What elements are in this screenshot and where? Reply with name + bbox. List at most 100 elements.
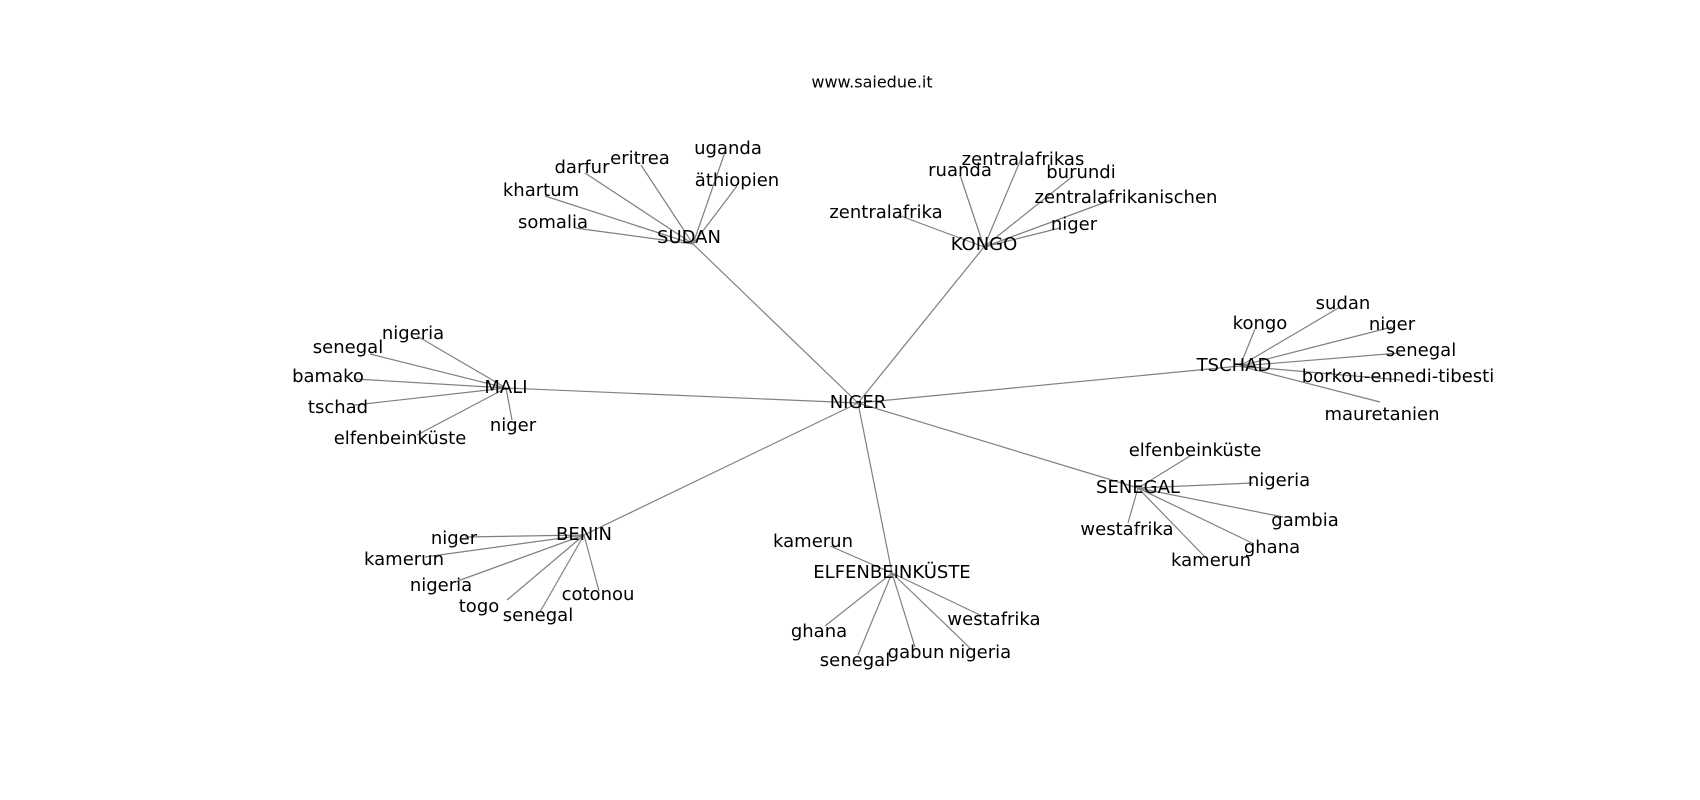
site-watermark: www.saiedue.it [811,72,933,92]
edge-benin-nigeria [454,534,585,583]
edge-mali-senegal [369,353,507,389]
edge-sudan-uganda [692,151,726,245]
hub-node-tschad: TSCHAD [1196,355,1272,376]
edge-sudan-äthiopien [692,185,738,245]
hub-node-sudan: SUDAN [657,227,721,248]
edge-niger-senegal [857,402,1139,489]
leaf-node-sudan-khartum: khartum [502,180,580,201]
edge-benin-togo [506,534,585,601]
edge-tschad-senegal [1239,352,1401,367]
leaf-node-tschad-borkou-ennedi-tibesti: borkou-ennedi-tibesti [1301,366,1495,387]
leaf-node-benin-nigeria: nigeria [409,575,473,596]
leaf-node-senegal-gambia: gambia [1271,510,1339,531]
leaf-node-benin-niger: niger [430,528,478,549]
edge-niger-elfenbeinkueste [857,402,893,574]
leaf-node-tschad-sudan: sudan [1315,293,1371,314]
edge-elfenbeinkueste-senegal [857,572,893,656]
edge-benin-niger [464,534,585,538]
leaf-node-tschad-mauretanien: mauretanien [1324,404,1440,425]
hub-node-kongo: KONGO [950,234,1018,255]
edge-mali-nigeria [416,335,507,389]
edge-mali-niger [505,387,513,421]
leaf-node-sudan-eritrea: eritrea [610,148,670,169]
leaf-node-kongo-niger: niger [1050,214,1098,235]
leaf-node-senegal-kamerun: kamerun [1171,550,1251,571]
leaf-node-tschad-kongo: kongo [1232,313,1288,334]
edge-kongo-zentralafrikas [983,158,1022,248]
edge-tschad-kongo [1239,328,1256,367]
leaf-node-elfenbeinkueste-nigeria: nigeria [948,642,1012,663]
leaf-node-senegal-elfenbeinküste: elfenbeinküste [1128,440,1262,461]
leaf-node-elfenbeinkueste-gabun: gabun [887,642,945,663]
edge-senegal-gambia [1137,487,1284,518]
leaf-node-benin-kamerun: kamerun [364,549,444,570]
leaf-node-elfenbeinkueste-westafrika: westafrika [947,609,1041,630]
edge-senegal-ghana [1137,487,1253,544]
leaf-node-tschad-senegal: senegal [1385,340,1457,361]
leaf-node-kongo-zentralafrikanischen: zentralafrikanischen [1034,187,1218,208]
edge-kongo-zentralafrikanischen [983,198,1115,248]
leaf-node-elfenbeinkueste-senegal: senegal [819,650,891,671]
leaf-node-elfenbeinkueste-ghana: ghana [790,621,848,642]
leaf-node-kongo-zentralafrika: zentralafrika [829,202,943,223]
edge-niger-sudan [692,243,859,404]
leaf-node-elfenbeinkueste-kamerun: kamerun [773,531,853,552]
edge-kongo-niger [983,227,1061,248]
hub-node-benin: BENIN [556,524,612,545]
edge-senegal-kamerun [1137,487,1207,559]
edge-sudan-somalia [574,227,694,245]
leaf-node-kongo-ruanda: ruanda [928,160,992,181]
edge-mali-elfenbeinküste [416,387,507,436]
edge-elfenbeinkueste-gabun [891,572,916,648]
hub-node-mali: MALI [484,377,528,398]
edge-niger-tschad [857,365,1241,404]
center-node-niger: NIGER [829,392,887,413]
edge-senegal-nigeria [1137,482,1254,489]
leaf-node-benin-cotonou: cotonou [561,584,635,605]
leaf-node-kongo-burundi: burundi [1046,162,1116,183]
leaf-node-tschad-niger: niger [1368,314,1416,335]
edge-benin-cotonou [583,534,600,592]
edge-kongo-zentralafrika [897,214,985,248]
leaf-node-mali-elfenbeinküste: elfenbeinküste [333,428,467,449]
edge-elfenbeinkueste-westafrika [891,572,983,617]
edge-sudan-darfur [584,172,694,245]
edge-mali-bamako [354,378,507,389]
leaf-node-kongo-zentralafrikas: zentralafrikas [961,149,1085,170]
edge-tschad-borkou-ennedi-tibesti [1239,365,1401,381]
hub-node-senegal: SENEGAL [1096,477,1180,498]
leaf-node-mali-bamako: bamako [292,366,364,387]
leaf-node-mali-senegal: senegal [312,337,384,358]
edge-benin-senegal [539,534,585,613]
edge-elfenbeinkueste-nigeria [891,572,971,649]
leaf-node-senegal-ghana: ghana [1243,537,1301,558]
edge-tschad-sudan [1239,306,1341,367]
leaf-node-mali-nigeria: nigeria [381,323,445,344]
edge-niger-mali [505,387,859,404]
leaf-node-mali-niger: niger [489,415,537,436]
edge-niger-kongo [857,246,985,404]
leaf-node-sudan-uganda: uganda [694,138,762,159]
edge-elfenbeinkueste-ghana [824,572,893,627]
leaf-node-sudan-somalia: somalia [518,212,588,233]
leaf-node-sudan-äthiopien: äthiopien [694,170,780,191]
edge-sudan-khartum [544,195,694,245]
leaf-node-mali-tschad: tschad [307,397,369,418]
edge-tschad-niger [1239,326,1393,367]
leaf-node-benin-togo: togo [458,596,500,617]
edge-senegal-elfenbeinküste [1137,455,1191,489]
edge-tschad-mauretanien [1239,365,1381,403]
hub-node-elfenbeinkueste: ELFENBEINKÜSTE [813,562,971,583]
leaf-node-senegal-nigeria: nigeria [1247,470,1311,491]
edge-kongo-ruanda [959,174,985,248]
edge-niger-benin [583,402,859,536]
edge-mali-tschad [354,387,507,406]
leaf-node-sudan-darfur: darfur [554,157,610,178]
edge-sudan-eritrea [640,164,694,245]
edge-senegal-westafrika [1127,487,1139,524]
edge-elfenbeinkueste-kamerun [829,545,893,574]
leaf-node-benin-senegal: senegal [502,605,574,626]
edge-kongo-burundi [983,175,1074,248]
